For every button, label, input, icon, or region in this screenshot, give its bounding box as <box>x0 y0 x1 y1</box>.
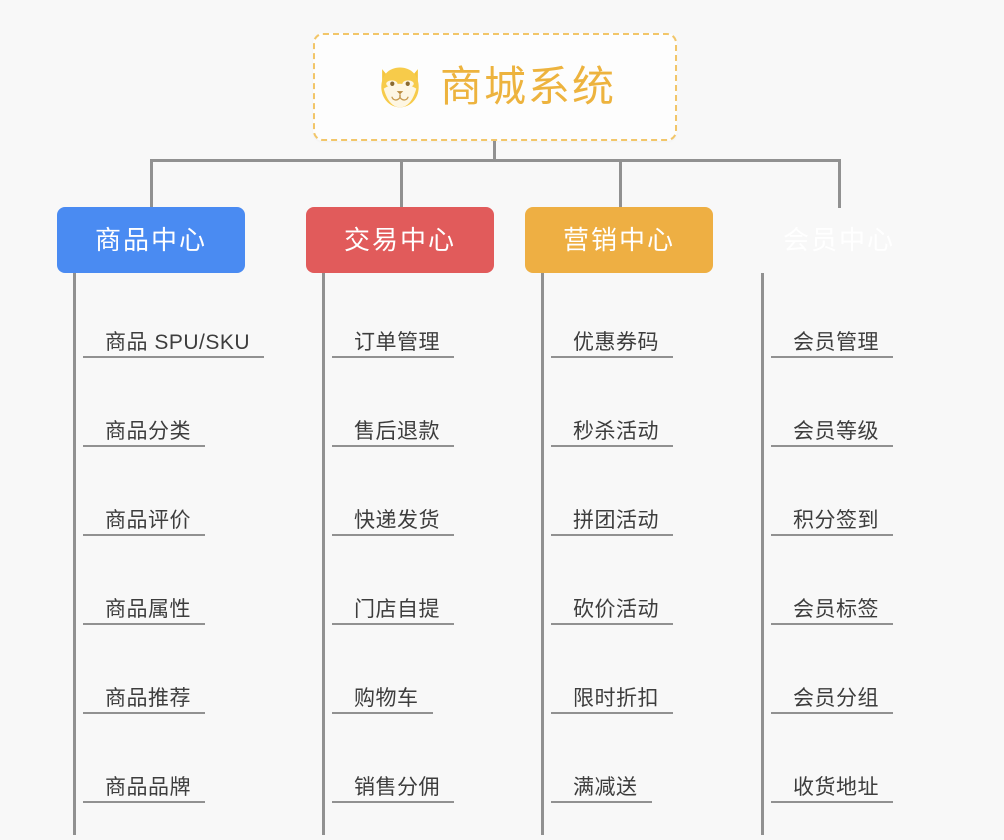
leaf-item[interactable]: 售后退款 <box>306 362 494 451</box>
leaf-list-product: 商品 SPU/SKU 商品分类 商品评价 商品属性 商品推荐 商品品牌 <box>57 273 265 807</box>
branch-spine <box>541 273 544 835</box>
leaf-label: 拼团活动 <box>551 508 673 536</box>
branch-column-product: 商品中心 商品 SPU/SKU 商品分类 商品评价 商品属性 商品推荐 商品品牌 <box>57 207 265 835</box>
leaf-label: 会员标签 <box>771 597 893 625</box>
leaf-label: 限时折扣 <box>551 686 673 714</box>
leaf-item[interactable]: 商品属性 <box>57 540 245 629</box>
connector-drop-4 <box>838 159 841 208</box>
leaf-label: 会员管理 <box>771 330 893 358</box>
root-title: 商城系统 <box>439 63 616 110</box>
leaf-label: 门店自提 <box>332 597 454 625</box>
leaf-item[interactable]: 限时折扣 <box>525 629 713 718</box>
leaf-item[interactable]: 商品评价 <box>57 451 245 540</box>
leaf-item[interactable]: 会员标签 <box>745 540 933 629</box>
leaf-item[interactable]: 快递发货 <box>306 451 494 540</box>
leaf-label: 购物车 <box>332 686 433 714</box>
leaf-label: 优惠券码 <box>551 330 673 358</box>
leaf-item[interactable]: 积分签到 <box>745 451 933 540</box>
leaf-label: 商品推荐 <box>83 686 205 714</box>
leaf-item[interactable]: 商品 SPU/SKU <box>57 273 265 362</box>
leaf-list-member: 会员管理 会员等级 积分签到 会员标签 会员分组 收货地址 <box>745 273 933 807</box>
leaf-item[interactable]: 商品品牌 <box>57 718 245 807</box>
branch-spine <box>761 273 764 835</box>
leaf-item[interactable]: 会员管理 <box>745 273 933 362</box>
leaf-label: 商品评价 <box>83 508 205 536</box>
connector-horizontal-bus <box>150 159 841 162</box>
leaf-label: 满减送 <box>551 775 652 803</box>
leaf-item[interactable]: 优惠券码 <box>525 273 713 362</box>
branch-column-trade: 交易中心 订单管理 售后退款 快递发货 门店自提 购物车 销售分佣 <box>306 207 494 835</box>
root-node[interactable]: 商城系统 <box>313 33 677 141</box>
connector-drop-3 <box>619 159 622 208</box>
leaf-list-trade: 订单管理 售后退款 快递发货 门店自提 购物车 销售分佣 <box>306 273 494 807</box>
branch-header-label: 营销中心 <box>562 225 675 255</box>
connector-drop-1 <box>150 159 153 208</box>
connector-drop-2 <box>400 159 403 208</box>
leaf-item[interactable]: 满减送 <box>525 718 713 807</box>
branch-spine <box>73 273 76 835</box>
branch-header-marketing[interactable]: 营销中心 <box>525 207 713 273</box>
leaf-label: 销售分佣 <box>332 775 454 803</box>
leaf-label: 秒杀活动 <box>551 419 673 447</box>
branch-header-label: 会员中心 <box>782 225 895 255</box>
leaf-item[interactable]: 商品分类 <box>57 362 245 451</box>
branch-header-label: 交易中心 <box>343 225 456 255</box>
leaf-label: 商品分类 <box>83 419 205 447</box>
leaf-label: 砍价活动 <box>551 597 673 625</box>
branch-header-trade[interactable]: 交易中心 <box>306 207 494 273</box>
leaf-item[interactable]: 订单管理 <box>306 273 494 362</box>
branch-header-product[interactable]: 商品中心 <box>57 207 245 273</box>
leaf-label: 商品属性 <box>83 597 205 625</box>
branch-spine <box>322 273 325 835</box>
leaf-label: 收货地址 <box>771 775 893 803</box>
branch-header-label: 商品中心 <box>94 225 207 255</box>
leaf-item[interactable]: 收货地址 <box>745 718 933 807</box>
leaf-item[interactable]: 秒杀活动 <box>525 362 713 451</box>
leaf-item[interactable]: 会员分组 <box>745 629 933 718</box>
connector-root-stem <box>493 141 496 161</box>
leaf-label: 会员分组 <box>771 686 893 714</box>
leaf-label: 积分签到 <box>771 508 893 536</box>
leaf-label: 订单管理 <box>332 330 454 358</box>
branch-header-member[interactable]: 会员中心 <box>745 207 933 273</box>
leaf-label: 会员等级 <box>771 419 893 447</box>
leaf-list-marketing: 优惠券码 秒杀活动 拼团活动 砍价活动 限时折扣 满减送 <box>525 273 713 807</box>
leaf-item[interactable]: 销售分佣 <box>306 718 494 807</box>
leaf-label: 售后退款 <box>332 419 454 447</box>
leaf-label: 快递发货 <box>332 508 454 536</box>
leaf-item[interactable]: 门店自提 <box>306 540 494 629</box>
leaf-label: 商品品牌 <box>83 775 205 803</box>
leaf-item[interactable]: 商品推荐 <box>57 629 245 718</box>
branch-column-marketing: 营销中心 优惠券码 秒杀活动 拼团活动 砍价活动 限时折扣 满减送 <box>525 207 713 835</box>
shiba-dog-face-icon <box>381 67 419 108</box>
leaf-item[interactable]: 购物车 <box>306 629 494 718</box>
leaf-item[interactable]: 会员等级 <box>745 362 933 451</box>
leaf-item[interactable]: 砍价活动 <box>525 540 713 629</box>
leaf-label: 商品 SPU/SKU <box>83 330 265 358</box>
branch-column-member: 会员中心 会员管理 会员等级 积分签到 会员标签 会员分组 收货地址 <box>745 207 933 835</box>
leaf-item[interactable]: 拼团活动 <box>525 451 713 540</box>
